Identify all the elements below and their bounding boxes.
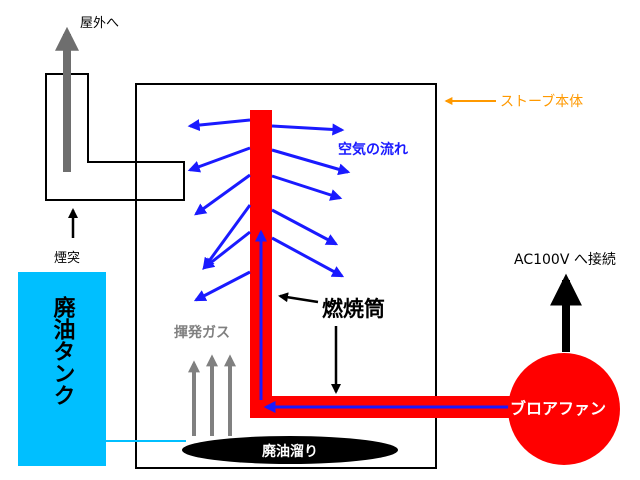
label-oil-pool: 廃油溜り [262,443,318,460]
air-flow-arrows-left [187,118,252,302]
label-air-flow: 空気の流れ [338,141,408,158]
label-chimney: 煙突 [54,250,80,266]
label-outdoor: 屋外へ [80,16,119,31]
waste-oil-tank [18,272,106,466]
label-waste-oil-tank: 廃油タンク [50,295,76,406]
label-burner-tube: 燃焼筒 [322,297,385,321]
air-flow-arrows-right [271,123,351,278]
burner-pointer-arrow-left [278,292,319,304]
label-volatile-gas: 揮発ガス [174,324,230,341]
label-stove-body: ストーブ本体 [500,93,583,110]
chimney [45,73,185,201]
volatile-gas-arrows [188,354,236,436]
label-ac-connect: AC100V へ接続 [514,251,616,268]
oil-pool [182,436,398,464]
blower-fan [508,353,620,465]
label-blower-fan: ブロアファン [510,399,606,418]
